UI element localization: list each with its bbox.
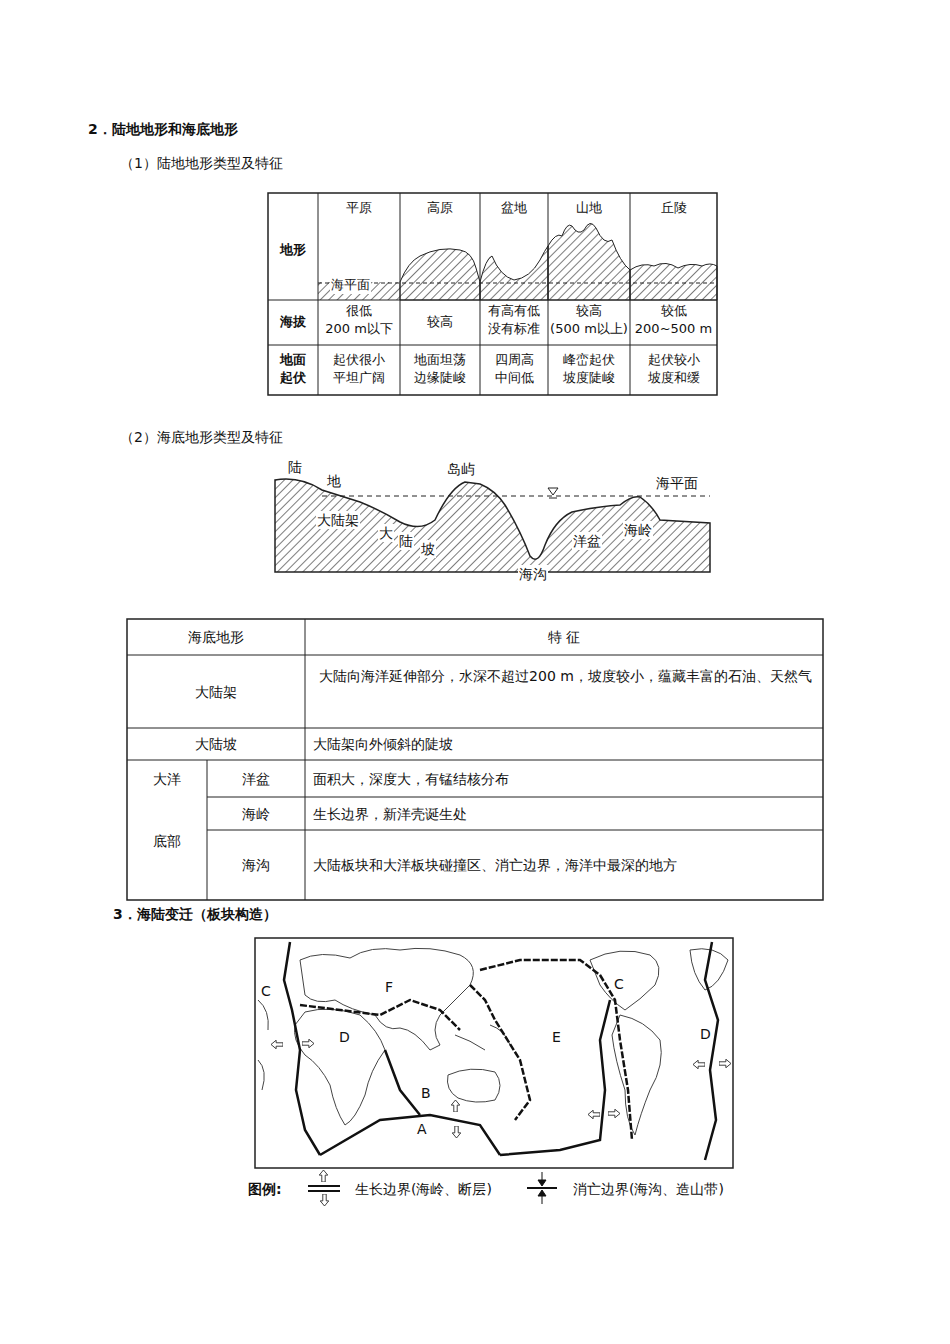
table-cell: 地面坦荡 <box>400 351 480 369</box>
column-head: 海底地形 <box>127 628 305 646</box>
table-cell: 大陆向海洋延伸部分，水深不超过200 m，坡度较小，蕴藏丰富的石油、天然气 <box>313 658 818 694</box>
landform-profiles <box>318 223 717 300</box>
column-head: 平原 <box>318 199 400 217</box>
table-cell: 起伏较小 <box>630 351 717 369</box>
row-head: 地面 <box>268 351 318 369</box>
legend-text: 生长边界(海岭、断层) <box>355 1180 492 1198</box>
section-label: 岛屿 <box>446 460 476 478</box>
legend-title: 图例: <box>248 1180 282 1198</box>
table-cell: 峰峦起伏 <box>548 351 630 369</box>
legend-text: 消亡边界(海沟、造山带) <box>573 1180 724 1198</box>
column-head: 盆地 <box>480 199 548 217</box>
plate-boundaries <box>284 942 718 1160</box>
table-cell: 大陆坡 <box>127 735 305 753</box>
section-label: 坡 <box>420 540 436 558</box>
section-heading: 2．陆地地形和海底地形 <box>88 120 238 138</box>
section-label: 海沟 <box>518 565 548 583</box>
plate-letter: A <box>416 1120 428 1138</box>
table-cell: 面积大，深度大，有锰结核分布 <box>313 770 509 788</box>
table-cell: 海岭 <box>207 805 305 823</box>
section-label: 陆 <box>287 458 303 476</box>
boundary-arrows <box>271 1039 731 1138</box>
section-label: 洋盆 <box>572 532 602 550</box>
plate-letter: D <box>699 1025 712 1043</box>
sea-level-label: 海平面 <box>330 276 371 294</box>
table-cell: 起伏很小 <box>318 351 400 369</box>
table-cell: 200~500 m <box>630 320 717 338</box>
section-label: 地 <box>326 472 342 490</box>
plate-letter: D <box>338 1028 351 1046</box>
plate-letter: E <box>551 1028 562 1046</box>
table-cell: 四周高 <box>480 351 548 369</box>
table-cell: 有高有低 <box>480 302 548 320</box>
table-cell: 大陆架 <box>127 683 305 701</box>
plate-letter: F <box>384 978 394 996</box>
column-head: 高原 <box>400 199 480 217</box>
table-cell: 较高 <box>548 302 630 320</box>
table-cell: 海沟 <box>207 856 305 874</box>
table-cell: (500 m以上) <box>548 320 630 338</box>
seafloor-section <box>275 479 710 572</box>
table-cell: 洋盆 <box>207 770 305 788</box>
table-cell: 很低 <box>318 302 400 320</box>
table-cell: 底部 <box>127 832 207 850</box>
plate-letter: B <box>420 1084 432 1102</box>
table-grid <box>127 619 823 900</box>
table-cell: 平坦广阔 <box>318 369 400 387</box>
legend-samples <box>308 1170 557 1206</box>
subheading: （1）陆地地形类型及特征 <box>120 154 283 172</box>
plate-map <box>255 938 733 1168</box>
section-heading: 3．海陆变迁（板块构造） <box>113 905 277 923</box>
section-label: 大 <box>378 524 394 542</box>
table-cell: 大陆架向外倾斜的陡坡 <box>313 735 453 753</box>
row-head: 地形 <box>268 241 318 259</box>
subheading: （2）海底地形类型及特征 <box>120 428 283 446</box>
table-cell: 较低 <box>630 302 717 320</box>
table-cell: 中间低 <box>480 369 548 387</box>
column-head: 特 征 <box>305 628 823 646</box>
section-label: 大陆架 <box>316 511 360 529</box>
table-cell: 大洋 <box>127 770 207 788</box>
plate-letter: C <box>260 982 272 1000</box>
section-label: 海平面 <box>655 474 699 492</box>
table-cell: 200 m以下 <box>318 320 400 338</box>
table-cell: 较高 <box>400 313 480 331</box>
section-label: 陆 <box>398 532 414 550</box>
table-grid <box>268 193 717 395</box>
table-cell: 边缘陡峻 <box>400 369 480 387</box>
row-head: 起伏 <box>268 369 318 387</box>
table-cell: 没有标准 <box>480 320 548 338</box>
column-head: 山地 <box>548 199 630 217</box>
column-head: 丘陵 <box>630 199 717 217</box>
table-cell: 坡度和缓 <box>630 369 717 387</box>
table-cell: 生长边界，新洋壳诞生处 <box>313 805 467 823</box>
subduction-boundaries <box>300 960 632 1140</box>
table-cell: 坡度陡峻 <box>548 369 630 387</box>
row-head: 海拔 <box>268 313 318 331</box>
table-cell: 大陆板块和大洋板块碰撞区、消亡边界，海洋中最深的地方 <box>313 856 677 874</box>
plate-letter: C <box>613 975 625 993</box>
section-label: 海岭 <box>623 521 653 539</box>
